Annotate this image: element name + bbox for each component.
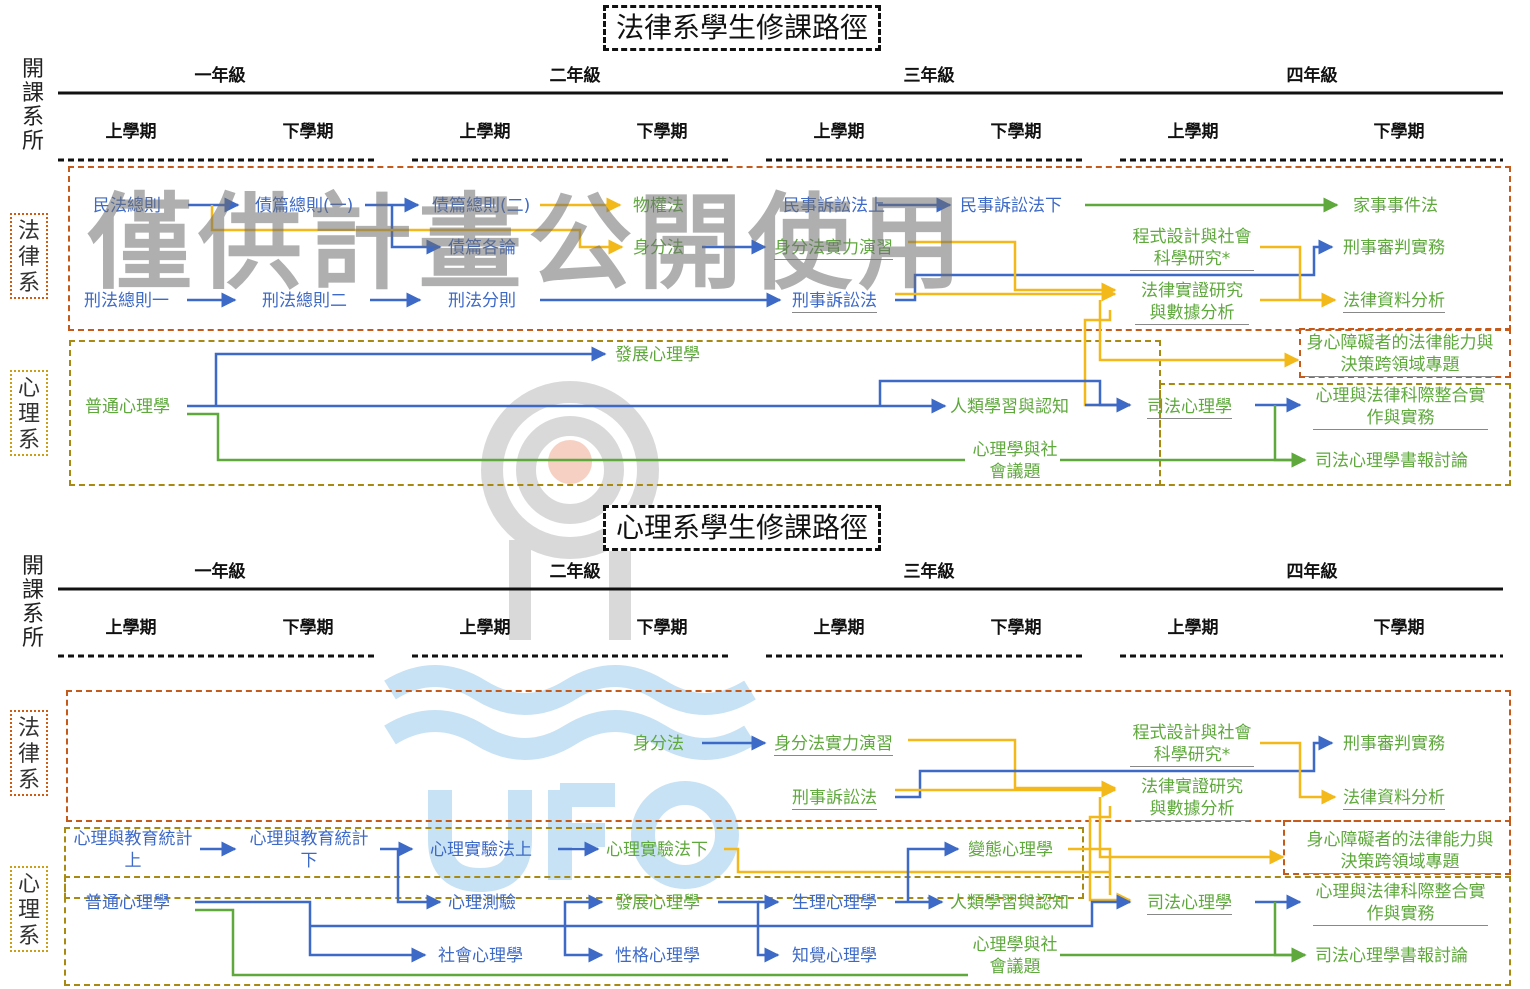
law-dept-region bbox=[66, 690, 1511, 822]
course-node: 人類學習與認知 bbox=[950, 893, 1069, 913]
side-label: 開課系所 bbox=[21, 554, 44, 651]
psy-dept-region bbox=[1159, 383, 1511, 486]
dept-label-psy: 心理系 bbox=[10, 370, 48, 456]
course-node: 身心障礙者的法律能力與決策跨領域專題 bbox=[1305, 830, 1495, 874]
course-node: 法律資料分析 bbox=[1343, 291, 1445, 313]
course-node: 心理實驗法下 bbox=[606, 840, 708, 860]
dept-label-law: 法律系 bbox=[10, 710, 48, 796]
course-node: 程式設計與社會科學研究* bbox=[1130, 226, 1254, 271]
semester-label: 上學期 bbox=[1167, 618, 1219, 638]
year-label: 一年級 bbox=[194, 66, 246, 86]
course-node: 心理測驗 bbox=[448, 893, 516, 913]
course-node: 程式設計與社會科學研究* bbox=[1130, 722, 1254, 767]
semester-label: 上學期 bbox=[813, 618, 865, 638]
law-dept-region bbox=[68, 166, 1511, 331]
psy-dept-region bbox=[64, 827, 1084, 899]
course-node: 普通心理學 bbox=[85, 893, 170, 913]
course-node: 人類學習與認知 bbox=[950, 397, 1069, 417]
course-node: 心理實驗法上 bbox=[430, 840, 532, 860]
course-node: 司法心理學書報討論 bbox=[1315, 946, 1468, 966]
semester-label: 上學期 bbox=[105, 122, 157, 142]
course-node: 民法總則 bbox=[93, 196, 161, 216]
semester-label: 上學期 bbox=[459, 122, 511, 142]
course-node: 法律實證研究與數據分析 bbox=[1135, 776, 1249, 821]
course-node: 法律實證研究與數據分析 bbox=[1135, 280, 1249, 325]
course-node: 性格心理學 bbox=[615, 946, 700, 966]
law-dept-region bbox=[1299, 328, 1511, 378]
course-node: 身分法實力演習 bbox=[774, 734, 893, 756]
semester-label: 上學期 bbox=[105, 618, 157, 638]
course-node: 普通心理學 bbox=[85, 397, 170, 417]
course-node: 法律資料分析 bbox=[1343, 788, 1445, 810]
semester-label: 下學期 bbox=[990, 618, 1042, 638]
course-node: 社會心理學 bbox=[438, 946, 523, 966]
course-node: 身分法 bbox=[633, 238, 684, 258]
semester-label: 下學期 bbox=[990, 122, 1042, 142]
course-node: 發展心理學 bbox=[615, 345, 700, 365]
course-node: 生理心理學 bbox=[792, 893, 877, 913]
course-node: 發展心理學 bbox=[615, 893, 700, 913]
course-node: 民事訴訟法上 bbox=[783, 196, 885, 216]
course-node: 刑事審判實務 bbox=[1343, 238, 1445, 258]
course-node: 心理學與社會議題 bbox=[972, 440, 1058, 482]
semester-label: 下學期 bbox=[282, 122, 334, 142]
course-node: 債篇各論 bbox=[448, 238, 516, 258]
course-node: 債篇總則(二) bbox=[432, 196, 531, 216]
year-label: 二年級 bbox=[549, 562, 601, 582]
semester-label: 上學期 bbox=[459, 618, 511, 638]
semester-label: 上學期 bbox=[813, 122, 865, 142]
side-label: 開課系所 bbox=[21, 57, 44, 154]
course-node: 心理與法律科際整合實作與實務 bbox=[1313, 385, 1488, 430]
course-node: 刑事訴訟法 bbox=[792, 788, 877, 810]
watermark: 僅供計畫公開使用 bbox=[88, 182, 969, 304]
semester-label: 下學期 bbox=[636, 122, 688, 142]
course-node: 司法心理學 bbox=[1147, 893, 1232, 915]
course-node: 身分法 bbox=[633, 734, 684, 754]
course-node: 刑法總則一 bbox=[84, 291, 169, 311]
psy-path-title: 心理系學生修課路徑 bbox=[603, 505, 882, 551]
course-node: 心理與教育統計上 bbox=[73, 829, 193, 871]
course-node: 刑法分則 bbox=[448, 291, 516, 311]
dept-label-law: 法律系 bbox=[10, 213, 48, 299]
year-label: 四年級 bbox=[1286, 66, 1338, 86]
course-node: 身心障礙者的法律能力與決策跨領域專題 bbox=[1305, 333, 1495, 377]
law-dept-region bbox=[1283, 820, 1511, 875]
semester-label: 下學期 bbox=[1373, 122, 1425, 142]
course-node: 刑事審判實務 bbox=[1343, 734, 1445, 754]
course-node: 司法心理學 bbox=[1147, 397, 1232, 419]
course-node: 債篇總則(一) bbox=[255, 196, 354, 216]
course-node: 民事訴訟法下 bbox=[960, 196, 1062, 216]
year-label: 二年級 bbox=[549, 66, 601, 86]
course-node: 知覺心理學 bbox=[792, 946, 877, 966]
course-node: 心理與教育統計下 bbox=[249, 829, 369, 871]
course-node: 身分法實力演習 bbox=[774, 238, 893, 260]
dept-label-psy: 心理系 bbox=[10, 866, 48, 952]
psy-dept-region bbox=[64, 876, 1511, 986]
semester-label: 上學期 bbox=[1167, 122, 1219, 142]
course-node: 心理與法律科際整合實作與實務 bbox=[1313, 881, 1488, 926]
course-node: 變態心理學 bbox=[968, 840, 1053, 860]
course-node: 司法心理學書報討論 bbox=[1315, 451, 1468, 471]
year-label: 一年級 bbox=[194, 562, 246, 582]
course-node: 心理學與社會議題 bbox=[972, 935, 1058, 977]
course-node: 刑事訴訟法 bbox=[792, 291, 877, 313]
semester-label: 下學期 bbox=[1373, 618, 1425, 638]
course-node: 刑法總則二 bbox=[262, 291, 347, 311]
law-path-title: 法律系學生修課路徑 bbox=[603, 5, 882, 51]
year-label: 三年級 bbox=[903, 562, 955, 582]
year-label: 三年級 bbox=[903, 66, 955, 86]
course-node: 物權法 bbox=[633, 196, 684, 216]
year-label: 四年級 bbox=[1286, 562, 1338, 582]
course-node: 家事事件法 bbox=[1353, 196, 1438, 216]
semester-label: 下學期 bbox=[282, 618, 334, 638]
semester-label: 下學期 bbox=[636, 618, 688, 638]
